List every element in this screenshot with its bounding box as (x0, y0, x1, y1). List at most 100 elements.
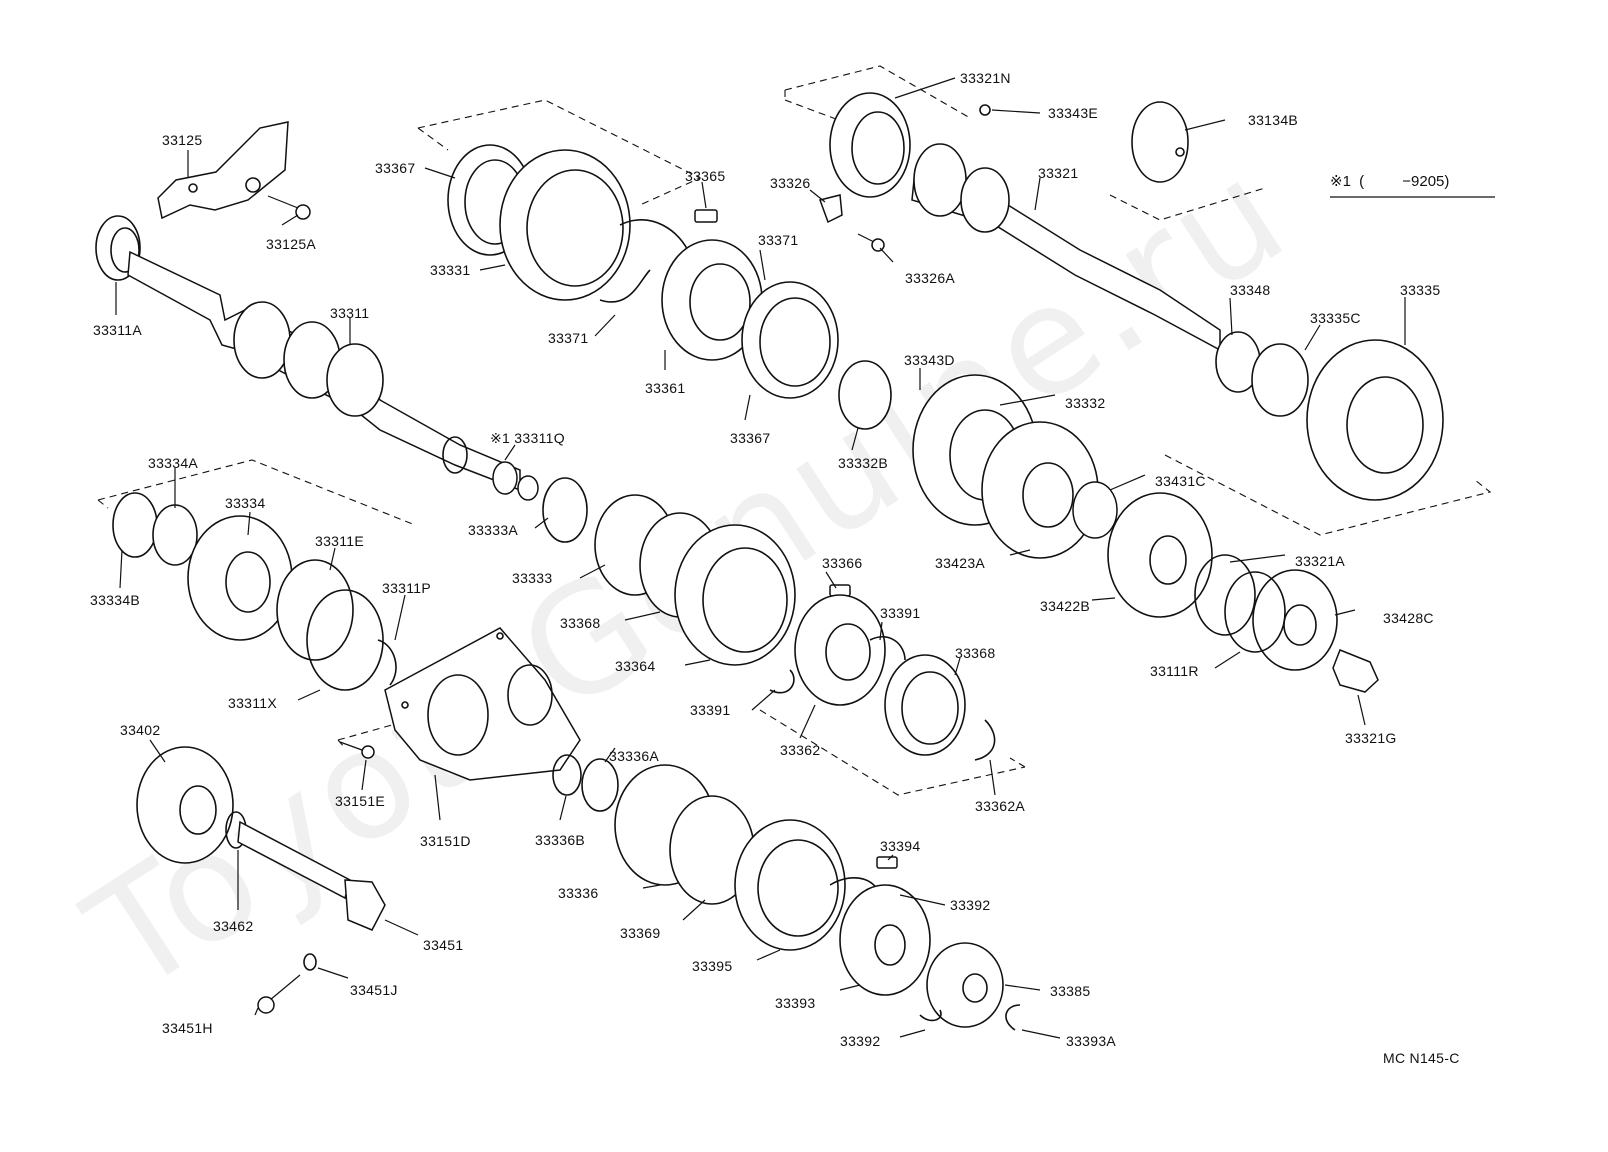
label-33311: 33311 (330, 305, 370, 321)
label-33125A: 33125A (266, 236, 317, 252)
ring-33111R (1224, 571, 1286, 653)
plate-33151D (384, 627, 581, 781)
label-33365: 33365 (685, 168, 726, 184)
label-33334B: 33334B (90, 592, 141, 608)
label-33321A: 33321A (1295, 553, 1346, 569)
group-frame-input-bearing (97, 459, 416, 526)
label-33332B: 33332B (838, 455, 889, 471)
counter-shaft-33321 (911, 143, 1221, 352)
label-33392-upper: 33392 (950, 897, 991, 913)
group-frame-counter-gears (1164, 454, 1492, 536)
label-33335: 33335 (1400, 282, 1441, 298)
label-33335C: 33335C (1310, 310, 1361, 326)
label-33151E: 33151E (335, 793, 386, 809)
label-33391-upper: 33391 (880, 605, 921, 621)
gear-33361 (661, 239, 763, 361)
synchro-ring-33367-mid (741, 281, 839, 399)
label-33321N: 33321N (960, 70, 1011, 86)
idler-gear-33402 (136, 746, 234, 864)
snap-ring-33393A (1005, 1004, 1021, 1031)
bolt-33326A (857, 233, 885, 252)
bolt-33125A (267, 195, 311, 220)
group-frame-synchro-mid (759, 709, 1026, 796)
spacer-33431C (1072, 481, 1118, 539)
label-33334A: 33334A (148, 455, 199, 471)
label-33368-a: 33368 (560, 615, 601, 631)
label-33394: 33394 (880, 838, 921, 854)
label-33311Q: ※1 33311Q (490, 430, 565, 446)
label-33367-mid: 33367 (730, 430, 771, 446)
label-33336: 33336 (558, 885, 599, 901)
note-range: −9205) (1402, 173, 1450, 190)
label-33462: 33462 (213, 918, 254, 934)
snap-ring-33362A (974, 719, 996, 761)
label-33311P: 33311P (382, 580, 432, 596)
label-33393: 33393 (775, 995, 816, 1011)
note-label: ※1 ( −9205) (1330, 172, 1449, 190)
bolt-33151E (339, 741, 375, 759)
note-paren: ( (1359, 173, 1365, 190)
oil-plate-33134B (1131, 101, 1189, 183)
label-33366: 33366 (822, 555, 863, 571)
spring-33392-lower (919, 1009, 942, 1022)
input-shaft-33311 (127, 250, 521, 495)
group-frame-top-synchro (417, 99, 702, 206)
label-33422B: 33422B (1040, 598, 1091, 614)
spring-33391-upper (869, 635, 906, 661)
gear-33334 (187, 515, 293, 641)
label-33362: 33362 (780, 742, 821, 758)
spring-33371-lower (599, 269, 651, 303)
note-underline (1330, 196, 1495, 198)
bearing-33336A (581, 758, 619, 812)
bearing-33333A (542, 477, 588, 543)
hub-sleeve-33395 (734, 819, 846, 951)
label-33428C: 33428C (1383, 610, 1434, 626)
label-33368-b: 33368 (955, 645, 996, 661)
label-33326: 33326 (770, 175, 811, 191)
note-mark: ※1 (1330, 173, 1351, 190)
label-33336A: 33336A (609, 748, 660, 764)
gear-33428C (1252, 569, 1338, 671)
hub-sleeve-33364 (674, 524, 796, 666)
label-33311A: 33311A (93, 322, 143, 338)
washer-33451J (303, 953, 317, 971)
group-frame-counter-shaft (784, 65, 971, 119)
snap-ring-33321A (1194, 554, 1256, 636)
ring-33336B (552, 754, 582, 796)
label-33371-upper: 33371 (758, 232, 799, 248)
shift-bracket-33125 (157, 121, 289, 220)
label-33367-top: 33367 (375, 160, 416, 176)
hub-33393 (839, 884, 931, 996)
key-33394 (876, 856, 898, 869)
label-33321: 33321 (1038, 165, 1079, 181)
label-33334: 33334 (225, 495, 266, 511)
label-33402: 33402 (120, 722, 161, 738)
label-33333: 33333 (512, 570, 553, 586)
label-33311E: 33311E (315, 533, 365, 549)
bearing-33335C (1251, 343, 1309, 417)
label-33364: 33364 (615, 658, 656, 674)
label-33331: 33331 (430, 262, 471, 278)
label-33395: 33395 (692, 958, 733, 974)
label-33361: 33361 (645, 380, 686, 396)
label-33336B: 33336B (535, 832, 586, 848)
label-33333A: 33333A (468, 522, 519, 538)
label-33343E: 33343E (1048, 105, 1099, 121)
key-33365 (694, 209, 718, 223)
bearing-33332B (838, 360, 892, 430)
ball-33343E (979, 104, 991, 116)
label-33391-lower: 33391 (690, 702, 731, 718)
pilot-bearing-33311Q (517, 475, 539, 501)
synchro-ring-33368-b (884, 654, 966, 756)
label-33451H: 33451H (162, 1020, 213, 1036)
label-33392-lower: 33392 (840, 1033, 881, 1049)
idler-shaft-33451 (237, 820, 386, 931)
leader-lines (115, 77, 1406, 1039)
bracket-33326 (819, 194, 843, 224)
label-33393A: 33393A (1066, 1033, 1117, 1049)
label-33125: 33125 (162, 132, 203, 148)
bearing-33321N (829, 92, 911, 198)
figure-code: MC N145-C (1383, 1050, 1460, 1066)
